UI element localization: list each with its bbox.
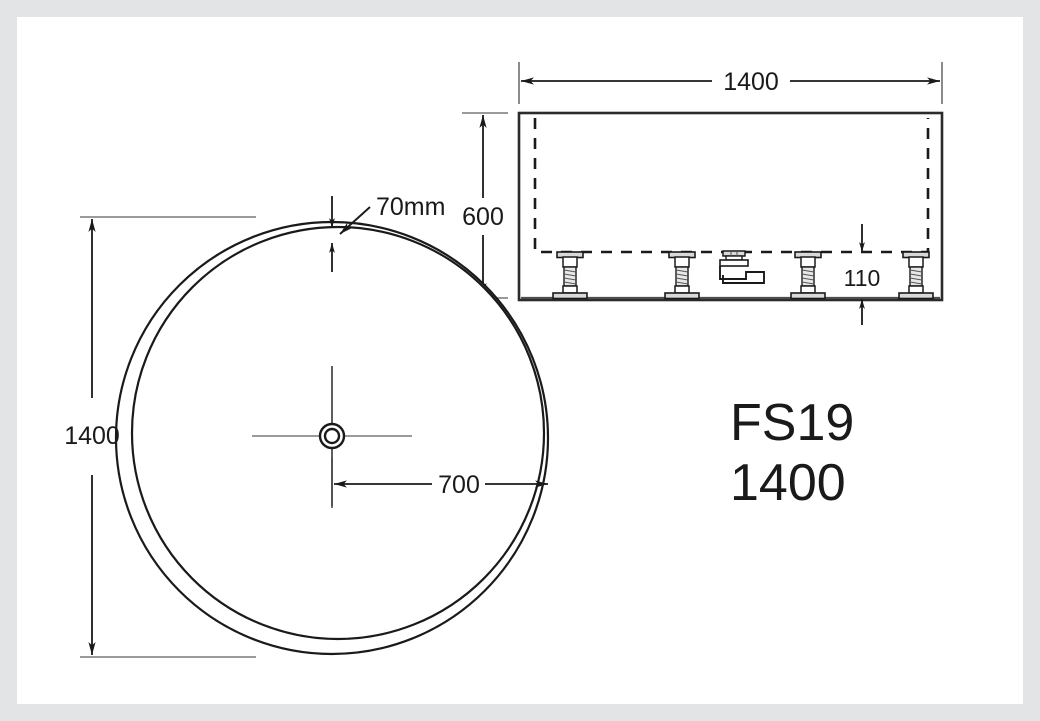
plan-radius-dimension: 700 [331,458,548,508]
elevation-view: 1400 [446,62,944,325]
model-size-label: 1400 [730,454,846,512]
plan-diameter-dimension: 1400 [64,216,256,658]
center-waste-outlet-inner-ring [323,427,341,445]
adjustable-leg-1 [552,251,588,300]
adjustable-leg-3 [790,251,826,300]
elevation-height-dimension-label: 600 [462,203,504,231]
leg-height-dimension: 110 [844,224,881,325]
leg-height-dimension-label: 110 [844,265,881,291]
plan-diameter-dimension-label: 1400 [64,422,120,450]
adjustable-leg-4 [898,251,934,300]
rim-thickness-callout-label: 70mm [376,193,445,221]
plan-view: 1400 700 70mm [64,193,550,658]
elevation-width-dimension: 1400 [518,62,943,104]
waste-trap-assembly [719,250,765,284]
plan-radius-dimension-label: 700 [438,471,480,499]
elevation-outer-shell [517,111,944,302]
elevation-width-dimension-label: 1400 [723,68,779,96]
model-code-label: FS19 [730,394,854,452]
title-block: FS19 1400 [730,394,854,512]
rim-thickness-callout: 70mm [329,193,445,272]
adjustable-leg-2 [664,251,700,300]
